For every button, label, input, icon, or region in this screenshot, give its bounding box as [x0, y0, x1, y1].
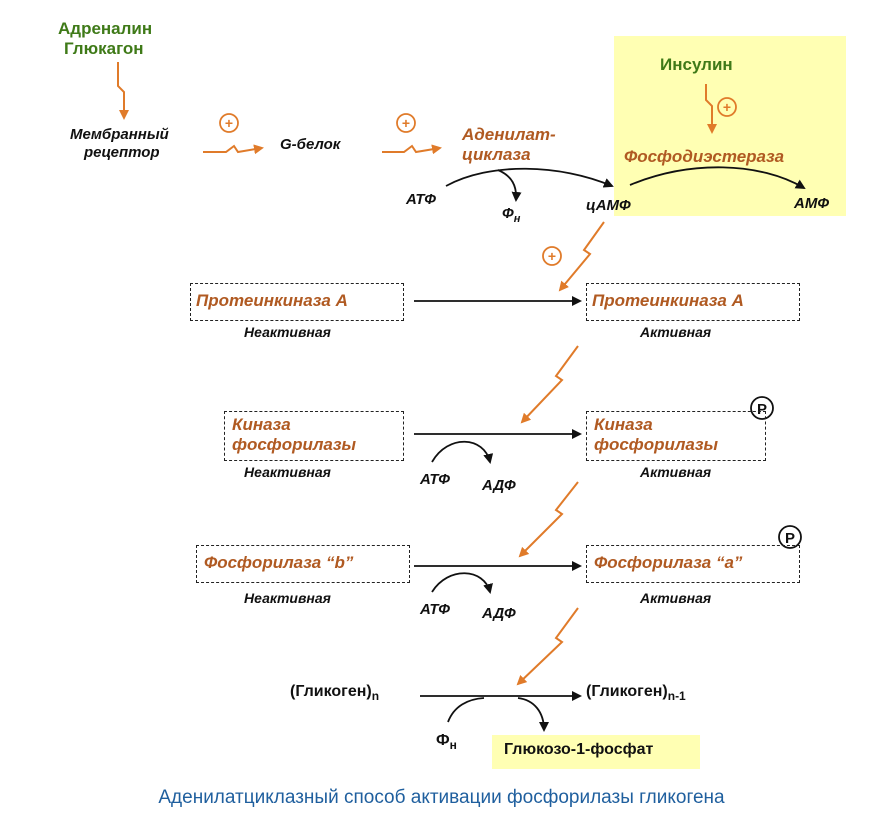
phk-active-line2: фосфорилазы [594, 435, 719, 454]
glucose-1-phosphate-highlight [492, 735, 700, 769]
pn-top-subscript: н [513, 213, 521, 225]
phk-active-line1: Киназа [594, 415, 653, 434]
svg-text:+: + [402, 115, 410, 131]
adenylate-cyclase-line1: Аденилат- [462, 125, 556, 144]
insulin-highlight [614, 36, 846, 216]
pn-top-label: Фн [502, 206, 520, 226]
pka-inactive-state: Неактивная [244, 324, 331, 340]
glycogen-n-subscript: n [371, 689, 380, 704]
hormone-adrenaline: Адреналин [58, 19, 153, 38]
plus-circle-camp: + [542, 246, 562, 266]
phosphorylase-atp-adp-curve [431, 572, 493, 594]
insulin-label: Инсулин [660, 55, 733, 74]
phosphorylase-atp-label: АТФ [420, 601, 450, 618]
hormone-to-receptor-arrow [117, 62, 129, 120]
phosphorylase-b-state: Неактивная [244, 590, 331, 606]
pka-inactive-box [190, 283, 404, 321]
camp-to-amp-curve [629, 166, 806, 190]
pn-bottom-symbol: Ф [436, 732, 450, 749]
figure-caption: Аденилатциклазный способ активации фосфо… [158, 787, 725, 808]
camp-to-pka-arrow [558, 221, 605, 292]
phk-inactive-state: Неактивная [244, 464, 331, 480]
phosphorylase-a-box [586, 545, 800, 583]
adenylate-cyclase-line2: циклаза [462, 145, 531, 164]
pn-bottom-subscript: н [449, 738, 457, 753]
atp-top-label: АТФ [406, 191, 436, 208]
pka-active-label: Протеинкиназа А [592, 291, 744, 310]
phk-active-box [586, 411, 766, 461]
svg-text:+: + [225, 115, 233, 131]
phk-atp-adp-curve [431, 440, 494, 464]
pka-to-phk-arrow [520, 345, 579, 424]
amp-label: АМФ [794, 195, 830, 212]
receptor-label-line1: Мембранный [70, 126, 169, 143]
glycogen-n1-subscript: n-1 [667, 689, 686, 704]
pka-active-state: Активная [640, 324, 712, 340]
plus-circle-receptor: + [219, 113, 239, 133]
phospho-mark-phk: P [750, 396, 774, 420]
phosphorylase-a-label: Фосфорилаза “а” [594, 553, 743, 572]
svg-text:+: + [548, 248, 556, 264]
glycogen-n-label: (Гликоген)n [290, 683, 380, 704]
glycogen-n1-label: (Гликоген)n-1 [586, 683, 686, 704]
plus-circle-gprotein: + [396, 113, 416, 133]
phk-inactive-line1: Киназа [232, 415, 291, 434]
camp-label: цАМФ [586, 197, 631, 214]
phk-adp-label: АДФ [482, 477, 516, 494]
pn-in-curve [447, 697, 485, 723]
phosphorylase-b-box [196, 545, 410, 583]
pn-release-curve [497, 169, 522, 202]
hormone-glucagon: Глюкагон [64, 39, 144, 58]
phk-inactive-box [224, 411, 404, 461]
phosphorylase-b-label: Фосфорилаза “b” [204, 553, 354, 572]
svg-text:+: + [723, 99, 731, 115]
pka-inactive-label: Протеинкиназа А [196, 291, 348, 310]
pn-bottom-label: Фн [436, 732, 457, 753]
phk-atp-label: АТФ [420, 471, 450, 488]
pn-top-symbol: Ф [502, 205, 514, 222]
pka-active-box [586, 283, 800, 321]
insulin-to-pde-arrow [705, 84, 717, 134]
gprotein-to-cyclase-arrow [382, 144, 442, 155]
phk-to-phosphorylase-arrow [518, 481, 579, 558]
svg-text:P: P [757, 401, 767, 418]
glycogen-n-text: (Гликоген) [290, 683, 372, 700]
g1p-out-curve [517, 697, 549, 732]
phosphorylase-adp-label: АДФ [482, 605, 516, 622]
phk-active-state: Активная [640, 464, 712, 480]
g-protein-label: G-белок [280, 136, 341, 153]
atp-to-camp-curve [445, 167, 614, 188]
phosphorylase-to-glycogen-arrow [516, 607, 579, 686]
svg-text:P: P [785, 530, 795, 547]
receptor-to-gprotein-arrow [203, 144, 264, 155]
glucose-1-phosphate-label: Глюкозо-1-фосфат [504, 741, 654, 758]
plus-circle-insulin: + [717, 97, 737, 117]
phosphorylase-a-state: Активная [640, 590, 712, 606]
phk-inactive-line2: фосфорилазы [232, 435, 357, 454]
receptor-label-line2: рецептор [84, 144, 160, 161]
phospho-mark-phosphorylase: P [778, 525, 802, 549]
phosphodiesterase-label: Фосфодиэстераза [624, 147, 785, 166]
glycogen-n1-text: (Гликоген) [586, 683, 668, 700]
